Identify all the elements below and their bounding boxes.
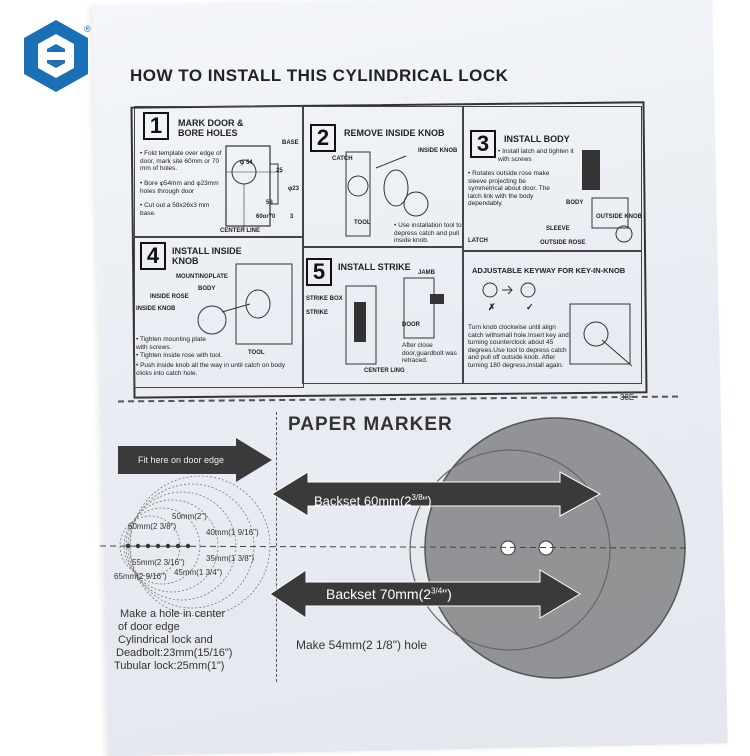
doc-code: 38E — [620, 393, 635, 402]
label-3: 3 — [290, 214, 294, 220]
label-d23: φ23 — [288, 186, 299, 192]
step-2-title: REMOVE INSIDE KNOB — [344, 128, 445, 138]
wrong-mark-icon: ✗ — [488, 302, 496, 312]
step-4-panel — [134, 236, 304, 388]
dim-60mm: 60mm(2 3/8") — [128, 522, 177, 531]
step-5-diagram — [345, 277, 444, 365]
label-body: BODY — [566, 200, 584, 206]
dim-55mm: 55mm(2 3/16") — [132, 558, 185, 567]
marker-note-2: of door edge — [118, 621, 180, 633]
marker-note-5: Tubular lock:25mm(1") — [114, 660, 225, 672]
backset-60-frac: 3/8 — [411, 493, 423, 502]
keyway-diagram — [569, 303, 633, 367]
door-edge-line — [276, 412, 277, 682]
step-4-number: 4 — [140, 242, 166, 270]
label-outside-knob: OUTSIDE KNOB — [596, 214, 643, 220]
dim-50mm: 50mm(2") — [172, 512, 207, 521]
marker-note-4: Deadbolt:23mm(15/16") — [116, 647, 233, 659]
label-outside-rose: OUTSIDE ROSE — [540, 240, 586, 246]
right-mark-icon: ✓ — [526, 302, 534, 312]
marker-note-1: Make a hole in center — [120, 608, 226, 620]
backset-60-label: Backset 60mm(23/8") — [314, 493, 432, 508]
label-base: BASE — [282, 140, 299, 146]
backset-60-text: Backset 60mm(2 — [314, 493, 412, 509]
label-center-ling: CENTER LING — [364, 368, 405, 374]
brand-logo — [24, 20, 88, 92]
step-5-note: After close door,guardbolt was retraced. — [402, 342, 457, 364]
dim-40mm: 40mm(1 9/16") — [206, 528, 259, 537]
step-3-title: INSTALL BODY — [504, 134, 570, 144]
step-2-number: 2 — [310, 124, 336, 152]
step-2-diagram — [345, 151, 429, 237]
step-1-number: 1 — [143, 112, 169, 140]
step-3-note-1: • Install latch and tighten it with scre… — [498, 148, 574, 163]
label-catch: CATCH — [332, 156, 353, 162]
label-strike-box: STRIKE BOX — [306, 296, 343, 302]
marker-note-3: Cylindrical lock and — [118, 634, 213, 646]
label-tool: TOOL — [354, 220, 371, 226]
step-3-note-2: • Rotates outside rose make sleeve proje… — [468, 170, 550, 207]
step-4-note-1: • Tighten mounting plate with screws. — [136, 336, 206, 351]
step-4-title: INSTALL INSIDE KNOB — [172, 246, 242, 266]
label-jamb: JAMB — [418, 270, 436, 276]
label-inside-rose: INSIDE ROSE — [150, 294, 189, 300]
step-1-diagram — [225, 145, 282, 230]
step-1-note-1: • Fold template over edge of door, mark … — [140, 150, 222, 172]
step-3-panel — [462, 106, 642, 252]
step-5-number: 5 — [306, 258, 332, 286]
step-1-panel — [134, 106, 304, 238]
backset-60-close: ") — [422, 493, 432, 509]
label-sleeve: SLEEVE — [546, 226, 570, 232]
label-inside-knob-4: INSIDE KNOB — [136, 306, 176, 312]
door-edge-label: Fit here on door edge — [138, 455, 225, 465]
label-inside-knob: INSIDE KNOB — [418, 148, 458, 154]
step-2-panel — [302, 106, 464, 248]
step-1-note-3: • Cut out a 58x26x3 mm base. — [140, 202, 210, 217]
dim-65mm: 65mm(2 9/16") — [114, 572, 167, 581]
label-mounting-plate: MOUNTINGPLATE — [176, 274, 228, 280]
key-rotation-icon — [482, 282, 536, 298]
step-3-number: 3 — [470, 130, 496, 158]
label-tool-4: TOOL — [248, 350, 265, 356]
label-body-4: BODY — [198, 286, 216, 292]
step-2-note: • Use installation tool to depress catch… — [394, 222, 462, 244]
backset-70-frac: 3/4 — [431, 586, 443, 596]
paper-marker-title: PAPER MARKER — [288, 414, 453, 435]
page-title: HOW TO INSTALL THIS CYLINDRICAL LOCK — [130, 66, 509, 85]
step-1-note-2: • Bore φ54mm and φ23mm holes through doo… — [140, 180, 219, 195]
label-latch: LATCH — [468, 238, 488, 244]
label-d54: φ 54 — [240, 160, 253, 166]
keyway-title: ADJUSTABLE KEYWAY FOR KEY-IN-KNOB — [472, 266, 626, 275]
keyway-panel — [462, 250, 642, 384]
label-60or70: 60or70 — [256, 214, 276, 220]
label-strike: STRIKE — [306, 310, 329, 316]
label-58: 58 — [266, 200, 273, 206]
step-4-note-2: • Tighten inside rose with tool. — [136, 352, 223, 359]
step-4-note-3: • Push inside knob all the way in until … — [136, 362, 285, 377]
backset-70-close: ") — [442, 586, 452, 602]
keyway-note: Turn knob clockwise until align catch wi… — [468, 324, 569, 369]
backset-70-label: Backset 70mm(23/4") — [326, 586, 452, 602]
backset-70-text: Backset 70mm(2 — [326, 586, 432, 602]
step-1-title: MARK DOOR & BORE HOLES — [178, 118, 244, 138]
dim-35mm: 35mm(1 3/8") — [206, 554, 255, 563]
label-25: 25 — [276, 168, 283, 174]
step-3-diagram — [582, 150, 633, 243]
step-5-title: INSTALL STRIKE — [338, 262, 411, 272]
label-center-line: CENTER LINE — [220, 228, 261, 234]
registered-icon: ® — [84, 24, 91, 34]
dim-45mm: 45mm(1 3/4") — [174, 568, 223, 577]
step-5-panel — [302, 246, 464, 384]
step-4-diagram — [197, 263, 293, 345]
marker-graphics — [99, 417, 691, 679]
label-door: DOOR — [402, 322, 420, 328]
hole-size-label: Make 54mm(2 1/8") hole — [296, 638, 427, 652]
